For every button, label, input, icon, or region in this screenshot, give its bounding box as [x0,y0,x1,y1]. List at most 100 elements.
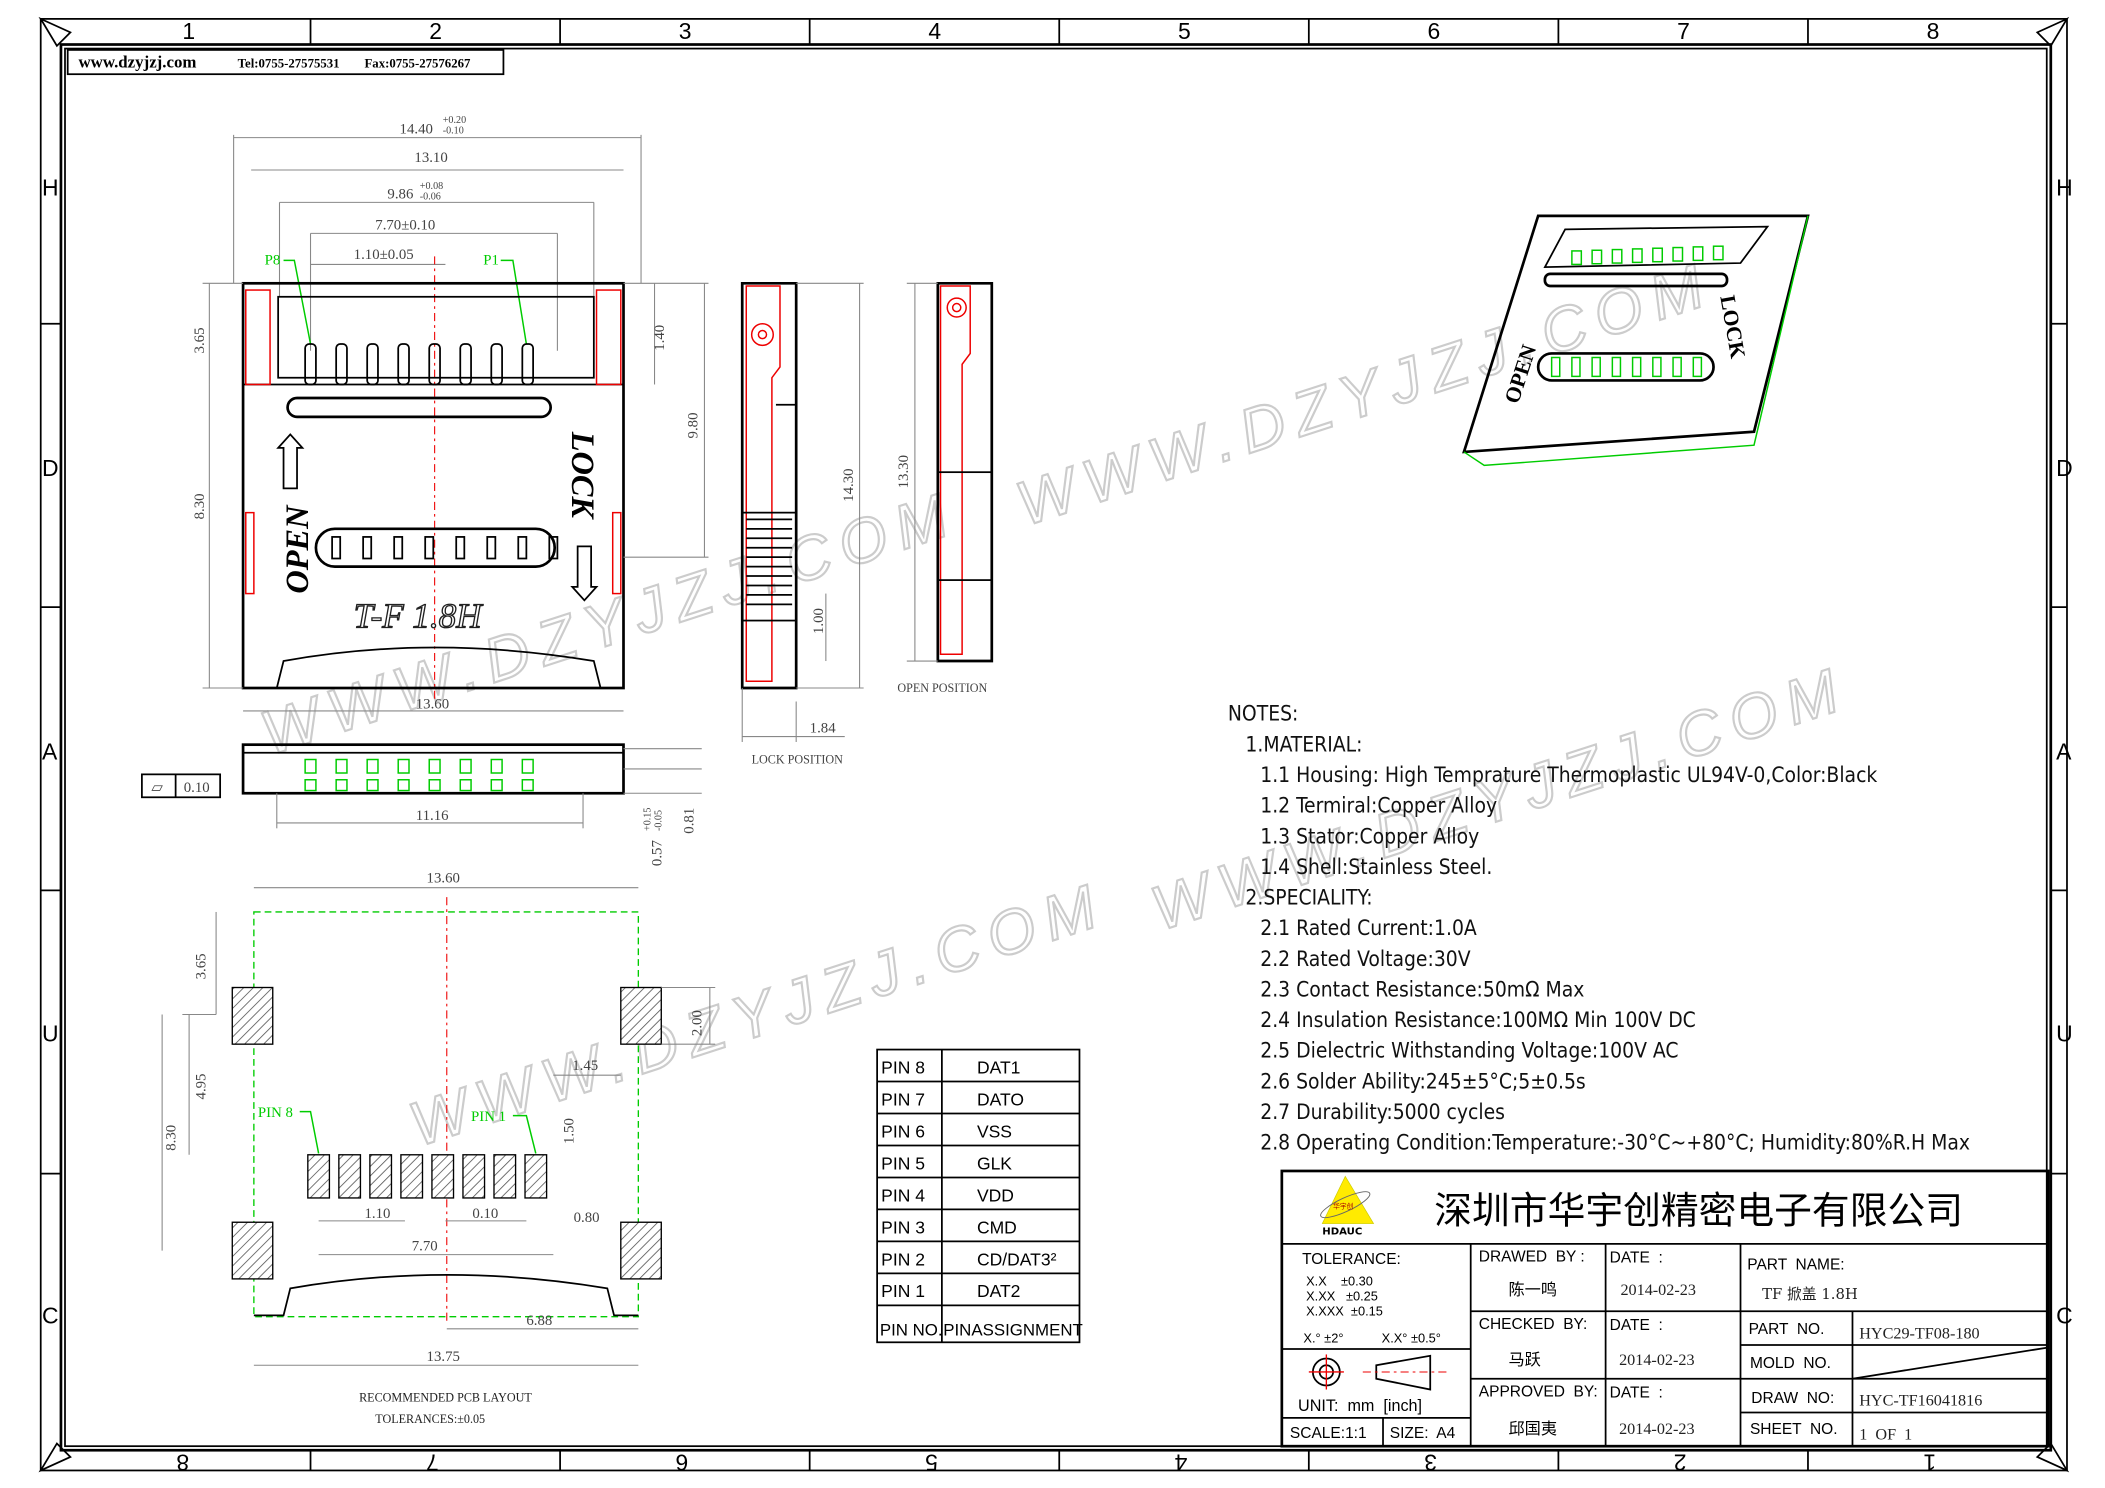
contact-window [393,536,404,560]
contact-pin [335,343,348,386]
contact-header: www.dzyjzj.com Tel:0755-27575531 Fax:075… [66,49,505,76]
grid-row-right: D [2056,455,2073,481]
grid-col-bottom: 2 [1674,1449,1687,1475]
dim-tol: -0.10 [443,126,464,137]
pin-signal: DAT1 [977,1057,1020,1077]
note-line: 2.1 Rated Current:1.0A [1260,916,1477,940]
model-label: T-F 1.8H [354,596,484,635]
dim-height: 0.57 [649,840,665,866]
pcb-dim-h1: 3.65 [193,953,209,979]
iso-pin [1611,356,1622,378]
checked-by-label: CHECKED BY: [1479,1316,1588,1333]
logo-cn-text: 华宇创 [1333,1202,1353,1211]
drawed-date: 2014-02-23 [1620,1282,1695,1299]
pcb-pin8-label: PIN 8 [258,1105,293,1121]
drawed-by-label: DRAWED BY : [1479,1248,1585,1265]
dim-lock-h: 14.30 [841,468,857,501]
grid-col-top: 7 [1677,18,1690,44]
contact-window [424,536,435,560]
iso-pin [1692,356,1703,378]
pcb-dim-top-w: 13.60 [427,870,460,886]
sheet-no: 1 OF 1 [1859,1426,1912,1443]
tel-text: Tel:0755-27575531 [238,56,340,70]
drawed-by: 陈一鸣 [1508,1280,1557,1299]
grid-col-bottom: 8 [176,1449,189,1475]
part-no-label: PART NO. [1749,1321,1825,1338]
iso-pin [1652,356,1662,378]
dim-lock-w: 1.84 [810,721,837,737]
grid-col-bottom: 3 [1424,1449,1437,1475]
grid-col-bottom: 7 [426,1449,439,1475]
pcb-caption: RECOMMENDED PCB LAYOUT [359,1391,532,1405]
approved-by-label: APPROVED BY: [1479,1383,1598,1400]
front-pin [304,779,317,792]
contact-window [517,536,528,560]
front-pin [428,779,441,792]
note-line: 1.1 Housing: High Temprature Thermoplast… [1260,763,1877,787]
front-pin [366,779,379,792]
contact-window [362,536,373,560]
dim-bottom-w: 13.60 [416,696,449,712]
pcb-dim-pitch: 1.10 [364,1206,390,1222]
part-name: TF 掀盖 1.8H [1762,1286,1858,1303]
dim-pins-w: 11.16 [416,808,449,824]
iso-pin [1672,356,1682,378]
draw-no-label: DRAW NO: [1751,1390,1834,1407]
dim-pitch: 1.10±0.05 [354,247,414,263]
pin-table-header-pin: PIN NO. [880,1321,943,1340]
drawing-frame [38,16,2070,1473]
note-line: 2.7 Durability:5000 cycles [1260,1100,1505,1124]
pin-label-p8: P8 [265,252,281,268]
iso-pin [1631,356,1642,378]
dim-pins-span: 7.70±0.10 [375,217,435,233]
date-label: DATE : [1610,1317,1663,1334]
grid-labels: 1 2 3 4 5 6 7 8 1 2 3 4 5 6 7 8 H D A U … [42,18,2073,1475]
pin-number: PIN 4 [881,1185,925,1205]
iso-pin [1652,247,1664,263]
pin-signal: CD/DAT3² [977,1249,1057,1269]
pin-signal: DAT2 [977,1281,1020,1301]
tolerance-3: X.XXX ±0.15 [1306,1303,1383,1318]
contact-pin [459,343,472,386]
flatness-value: 0.10 [184,780,210,796]
contact-pin [366,343,379,386]
grid-row-right: C [2056,1302,2073,1328]
pin-number: PIN 1 [881,1281,925,1301]
dim-left-h: 3.65 [192,327,208,353]
part-name-label: PART NAME: [1747,1256,1844,1273]
grid-row-right: H [2056,175,2073,201]
date-label: DATE : [1610,1250,1663,1267]
iso-pin [1692,246,1704,262]
grid-row-left: U [42,1020,59,1046]
dim-lock-small: 1.00 [811,608,827,634]
grid-row-right: U [2056,1020,2073,1046]
title-block: 华宇创 HDAUC 深圳市华宇创精密电子有限公司 TOLERANCE: X.X … [1280,1169,2050,1448]
dim-tol: +0.15 [642,808,653,831]
note-line: 2.2 Rated Voltage:30V [1260,947,1471,971]
note-line: 2.3 Contact Resistance:50mΩ Max [1260,977,1584,1001]
iso-pin [1672,246,1684,262]
pcb-pad [493,1154,517,1199]
mold-no-label: MOLD NO. [1750,1355,1831,1372]
pcb-dim-pin-len: 1.50 [562,1118,578,1144]
pcb-dim-right-w: 6.88 [526,1313,552,1329]
grid-row-right: A [2056,739,2072,765]
pin-signal: DATO [977,1089,1024,1109]
note-line: 2.6 Solder Ability:245±5°C;5±0.5s [1260,1069,1586,1093]
front-pin [335,779,348,792]
angle-tol-2: X.X° ±0.5° [1382,1330,1441,1345]
pin-number: PIN 5 [881,1153,925,1173]
pin-signal: GLK [977,1153,1012,1173]
notes: NOTES: 1.MATERIAL:1.1 Housing: High Temp… [1228,701,1970,1154]
company-name: 深圳市华宇创精密电子有限公司 [1434,1189,1963,1233]
tolerance-2: X.XX ±0.25 [1306,1288,1378,1303]
dim-tol: +0.08 [420,181,443,192]
pcb-dim-pad-w: 0.80 [574,1210,600,1226]
dim-tol: -0.05 [653,810,664,831]
top-view: 14.40 +0.20 -0.10 13.10 9.86 +0.08 -0.06… [192,115,709,712]
pcb-pad [524,1154,548,1199]
open-label: OPEN [280,504,316,594]
note-line: 1.2 Termiral:Copper Alloy [1260,794,1497,818]
